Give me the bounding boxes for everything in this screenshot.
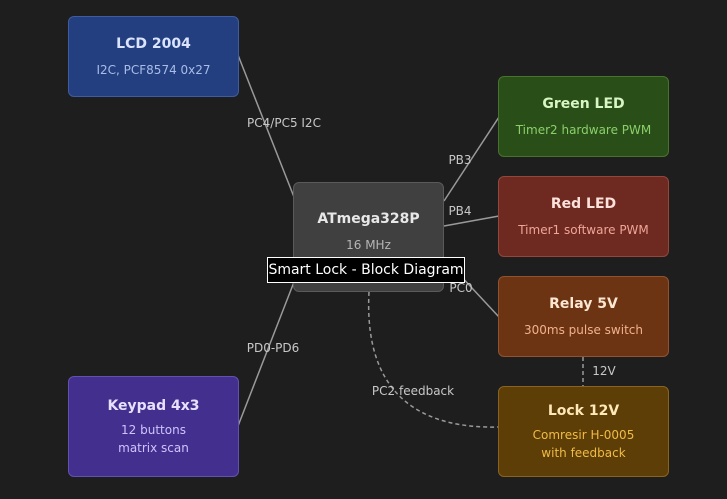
node-red-led: Red LED Timer1 software PWM — [498, 176, 669, 257]
edge-mcu-green — [443, 116, 500, 202]
edge-label-12v: 12V — [592, 364, 616, 378]
node-green-led: Green LED Timer2 hardware PWM — [498, 76, 669, 157]
node-subtitle: 300ms pulse switch — [524, 322, 643, 337]
edge-label-pc0: PC0 — [449, 281, 473, 295]
edge-mcu-lcd — [237, 54, 295, 198]
node-subtitle: 16 MHz — [346, 238, 391, 252]
node-subtitle: Timer2 hardware PWM — [515, 122, 652, 137]
node-title: Lock 12V — [547, 402, 620, 419]
node-subtitle-2: matrix scan — [118, 440, 189, 455]
edge-label-pb3: PB3 — [448, 153, 472, 167]
node-title: Green LED — [542, 95, 625, 112]
node-lock-12v: Lock 12V Comresir H-0005 with feedback — [498, 386, 669, 477]
edge-mcu-red — [443, 215, 500, 227]
edge-lock-mcu-feedback — [367, 291, 500, 428]
node-lcd-2004: LCD 2004 I2C, PCF8574 0x27 — [68, 16, 239, 97]
node-keypad-4x3: Keypad 4x3 12 buttons matrix scan — [68, 376, 239, 477]
node-title: Keypad 4x3 — [107, 397, 200, 414]
node-subtitle: I2C, PCF8574 0x27 — [96, 62, 211, 77]
edge-label-pc2-feedback: PC2 feedback — [371, 384, 455, 398]
edge-label-i2c: PC4/PC5 I2C — [247, 116, 321, 130]
node-subtitle-2: with feedback — [541, 445, 626, 460]
node-title: ATmega328P — [317, 211, 420, 227]
node-title: Red LED — [550, 195, 617, 212]
node-subtitle: 12 buttons — [121, 422, 186, 437]
node-title: LCD 2004 — [116, 35, 191, 52]
edge-label-pb4: PB4 — [448, 204, 472, 218]
edge-mcu-keypad — [237, 281, 295, 427]
diagram-caption: Smart Lock - Block Diagram — [267, 257, 465, 283]
node-subtitle: Comresir H-0005 — [532, 427, 635, 442]
node-title: Relay 5V — [549, 295, 618, 312]
edge-label-pd0-pd6: PD0-PD6 — [246, 341, 300, 355]
node-subtitle: Timer1 software PWM — [518, 222, 649, 237]
node-relay-5v: Relay 5V 300ms pulse switch — [498, 276, 669, 357]
